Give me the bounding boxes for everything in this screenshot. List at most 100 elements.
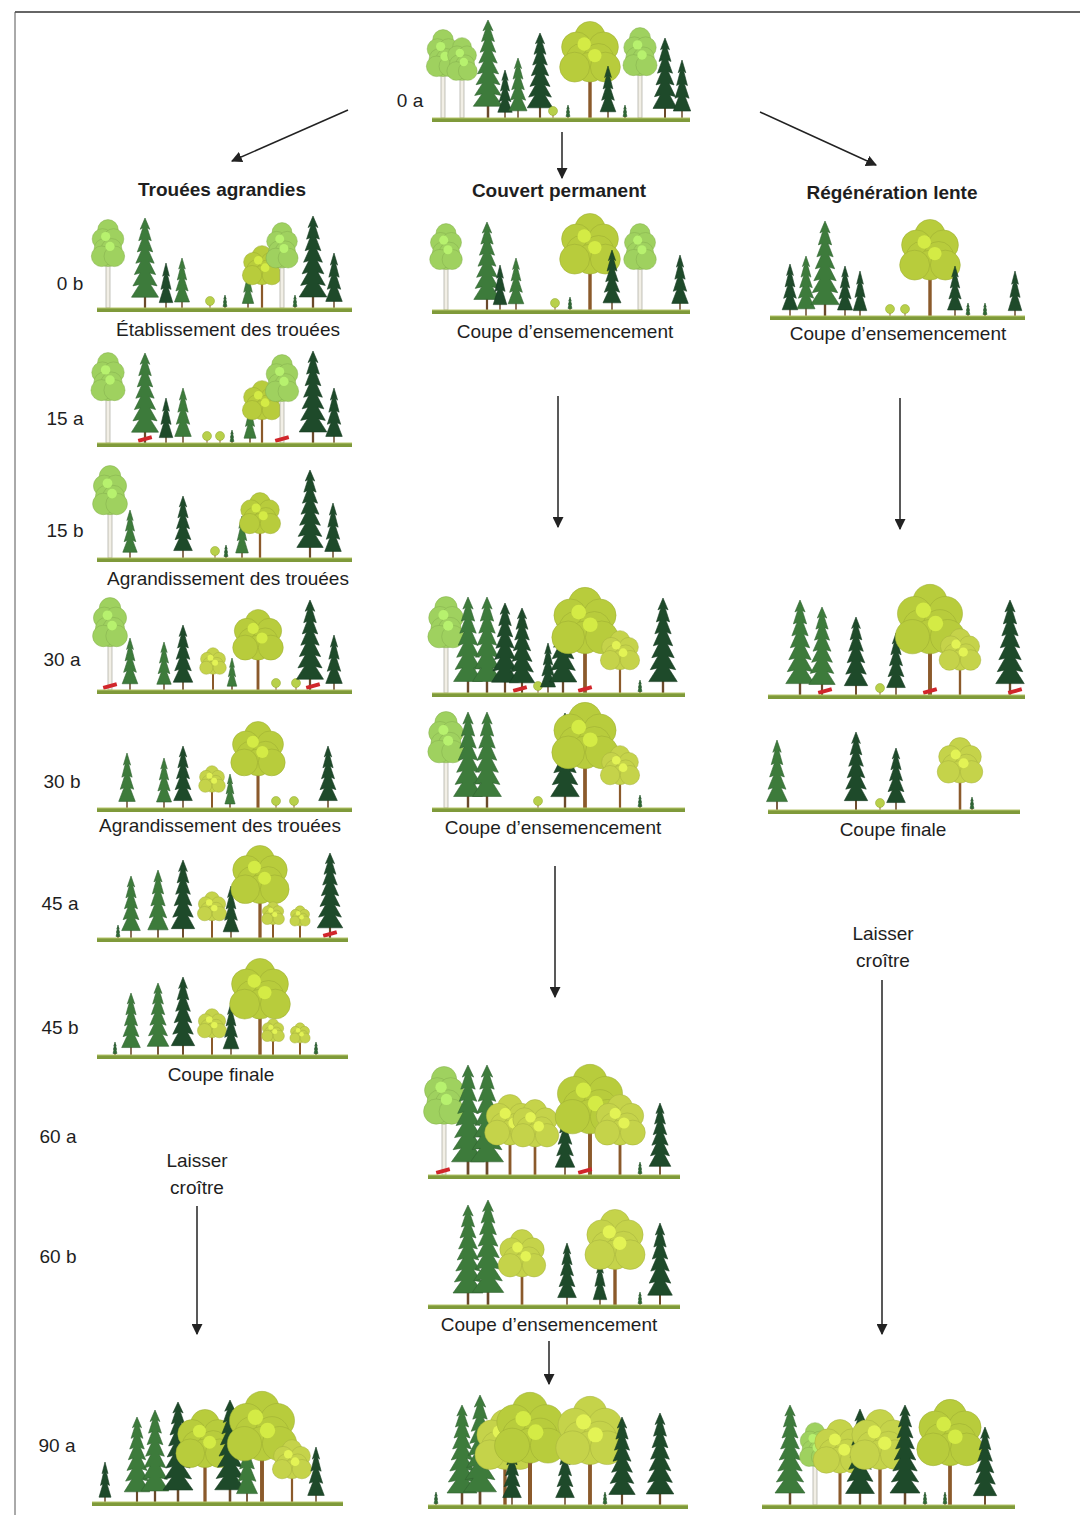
leaf-cluster <box>917 1433 950 1466</box>
ground <box>97 690 352 694</box>
tree <box>970 797 974 810</box>
tree <box>511 1100 558 1175</box>
leaf-highlight <box>208 655 214 661</box>
leaf-highlight <box>254 256 263 265</box>
conifer-crown <box>509 608 535 683</box>
stage-caption: Coupe finale <box>840 819 947 842</box>
leaf-highlight <box>878 1437 891 1450</box>
tree <box>292 679 301 691</box>
conifer-crown <box>326 253 343 301</box>
conifer-crown <box>838 266 853 310</box>
forest-scene <box>93 598 352 694</box>
leaf-highlight <box>254 391 263 400</box>
conifer-crown <box>648 1223 673 1295</box>
leaf-highlight <box>588 49 601 62</box>
conifer-crown <box>122 876 141 931</box>
grass <box>97 1055 348 1056</box>
conifer-crown <box>224 545 228 556</box>
grass <box>432 693 685 694</box>
ground <box>762 1505 1015 1509</box>
conifer-crown <box>966 303 970 314</box>
tree <box>293 295 297 308</box>
tree <box>272 797 281 809</box>
tree <box>290 906 310 938</box>
leaf-highlight <box>829 1434 841 1446</box>
conifer-crown <box>638 795 642 806</box>
leaf-highlight <box>441 1094 452 1105</box>
tree <box>937 738 983 810</box>
leaf-cluster <box>850 1440 880 1470</box>
leaf-highlight <box>438 725 448 735</box>
leaf-highlight <box>928 616 943 631</box>
forest-scene <box>426 20 690 122</box>
leaf-highlight <box>521 1251 532 1262</box>
leaf-highlight <box>259 511 268 520</box>
tree <box>132 218 159 308</box>
conifer-crown <box>887 748 906 803</box>
conifer-crown <box>113 1042 117 1053</box>
tree <box>93 598 128 690</box>
leaf-cluster <box>495 1428 530 1463</box>
row-label: 90 a <box>39 1435 76 1458</box>
leaf-cluster <box>585 1240 615 1270</box>
flow-arrow <box>561 132 563 178</box>
ground <box>428 1305 680 1309</box>
tree <box>493 265 507 310</box>
tree <box>638 795 642 808</box>
ground <box>428 1175 680 1179</box>
leaf-highlight <box>456 49 464 57</box>
conifer-crown <box>157 642 171 684</box>
conifer-crown <box>472 1200 504 1292</box>
leaf-highlight <box>610 1108 621 1119</box>
tree <box>649 598 678 693</box>
stage-caption: Coupe d’ensemencement <box>445 817 662 840</box>
tree <box>853 271 867 316</box>
conifer-crown <box>498 70 512 112</box>
leaf-highlight <box>193 1425 206 1438</box>
tree <box>876 799 885 811</box>
tree <box>314 1042 318 1055</box>
tree <box>638 1292 642 1305</box>
leaf-highlight <box>618 1117 629 1128</box>
conifer-crown <box>173 625 193 682</box>
tree <box>224 545 228 558</box>
leaf-highlight <box>525 1112 536 1123</box>
leaf-highlight <box>637 245 646 254</box>
frame-line <box>15 11 1080 13</box>
leaf-highlight <box>212 660 218 666</box>
leaf-highlight <box>576 1414 591 1429</box>
tree <box>1008 687 1023 694</box>
leaf-highlight <box>439 236 448 245</box>
leaf-highlight <box>928 247 941 260</box>
conifer-crown <box>230 430 234 441</box>
tree <box>174 746 193 808</box>
tree <box>91 353 125 443</box>
conifer-crown <box>157 758 172 802</box>
ground <box>97 938 348 942</box>
tree <box>434 1492 438 1505</box>
leaf-highlight <box>612 641 621 650</box>
leaf-highlight <box>435 1082 446 1093</box>
leaf-highlight <box>252 503 261 512</box>
leaf-highlight <box>936 1417 951 1432</box>
conifer-crown <box>646 1413 674 1494</box>
leaf-highlight <box>105 375 114 384</box>
forest-scene <box>97 845 348 942</box>
conifer-crown <box>948 266 963 310</box>
leaf-highlight <box>948 1429 963 1444</box>
leaf-highlight <box>296 1028 300 1032</box>
tree <box>782 264 798 316</box>
tree <box>603 250 621 310</box>
tree <box>262 902 285 938</box>
ground <box>97 1055 348 1059</box>
tree <box>566 105 570 118</box>
forest-scene <box>97 958 348 1059</box>
leaf-highlight <box>103 478 113 488</box>
row-label: 30 b <box>44 771 81 794</box>
tree <box>306 682 321 689</box>
conifer-crown <box>317 853 343 928</box>
grass <box>768 695 1025 696</box>
tree <box>600 746 639 808</box>
cut-mark <box>818 687 833 694</box>
tree <box>767 740 788 810</box>
